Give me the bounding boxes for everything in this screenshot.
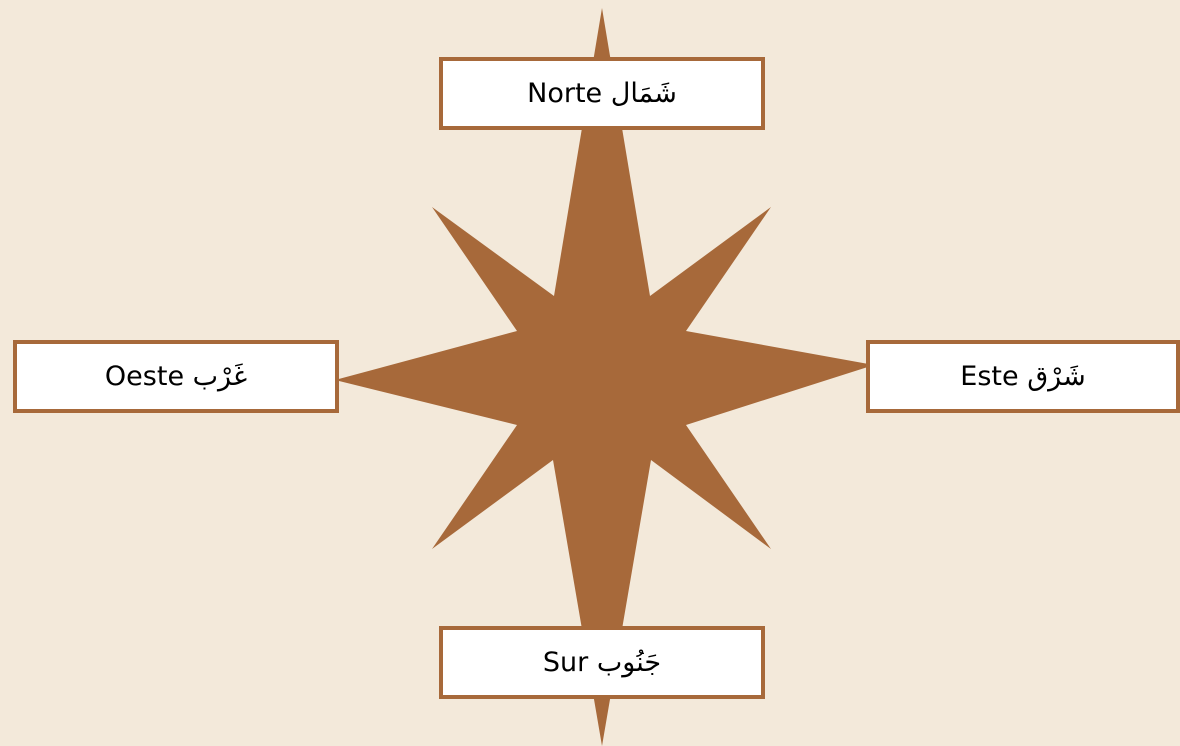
west-label-box: Oeste غَرْب (13, 340, 339, 413)
south-label-box: Sur جَنُوب (439, 626, 765, 699)
west-label: Oeste غَرْب (104, 361, 248, 392)
south-label: Sur جَنُوب (542, 647, 662, 678)
east-label-box: Este شَرْق (866, 340, 1180, 413)
east-label: Este شَرْق (960, 361, 1086, 392)
compass-star (335, 8, 874, 746)
north-label-box: Norte شَمَال (439, 57, 765, 130)
north-label: Norte شَمَال (527, 78, 677, 109)
